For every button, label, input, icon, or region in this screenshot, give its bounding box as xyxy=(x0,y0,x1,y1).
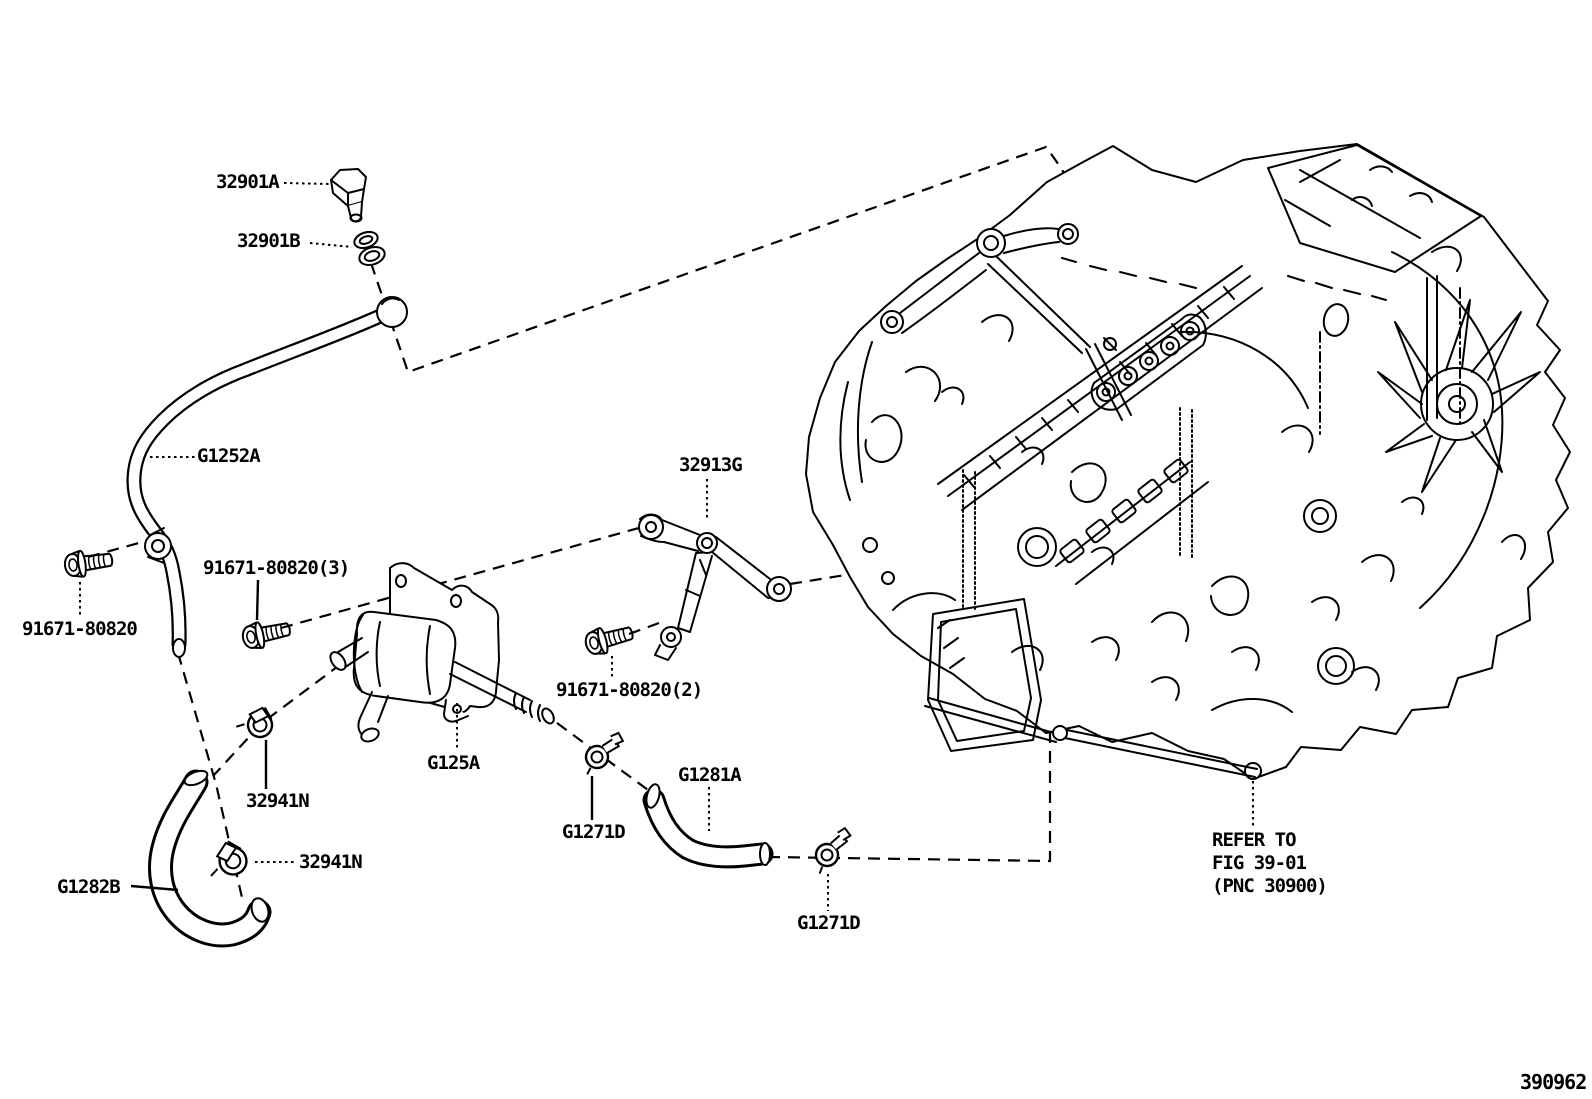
clamp-G1271D-mid xyxy=(581,726,626,782)
label-leader-lines xyxy=(80,183,1253,911)
part-label-breather-tube: G1252A xyxy=(197,445,261,467)
part-label-breather-washer: 32901B xyxy=(237,230,301,252)
part-label-hose-outlet: G1282B xyxy=(57,876,121,898)
clamp-G1271D-right xyxy=(813,825,853,877)
part-label-cooler-bracket: 32913G xyxy=(679,454,743,476)
transaxle-assembly-drawing xyxy=(806,144,1570,779)
bolt-91671-80820x3 xyxy=(239,615,294,653)
part-label-clamp-right: G1271D xyxy=(797,912,861,934)
clamp-32941N-upper xyxy=(234,699,279,742)
hose-inlet-drawing xyxy=(644,783,770,865)
breather-washer-drawing xyxy=(352,229,387,268)
cooler-bracket-drawing xyxy=(639,515,791,660)
bolt-91671-80820-left xyxy=(62,545,115,580)
clamp-32941N-lower xyxy=(203,837,251,881)
part-label-clamp-lower: 32941N xyxy=(299,851,363,873)
part-label-bolt-double: 91671-80820(2) xyxy=(556,679,703,701)
part-label-breather-plug: 32901A xyxy=(216,171,280,193)
breather-tube-drawing xyxy=(134,297,407,657)
part-label-clamp-mid: G1271D xyxy=(562,821,626,843)
breather-plug-drawing xyxy=(331,169,366,222)
part-label-oil-cooler: G125A xyxy=(427,752,480,774)
part-label-clamp-upper: 32941N xyxy=(246,790,310,812)
figure-number: 390962 xyxy=(1520,1070,1587,1094)
part-label-hose-inlet: G1281A xyxy=(678,764,742,786)
reference-note-line2: FIG 39-01 xyxy=(1212,852,1307,874)
reference-note-line1: REFER TO xyxy=(1212,829,1297,851)
hose-outlet-drawing xyxy=(161,768,272,935)
reference-note-line3: (PNC 30900) xyxy=(1212,875,1328,897)
part-label-bolt-triple: 91671-80820(3) xyxy=(203,557,350,579)
part-label-bolt-single: 91671-80820 xyxy=(22,618,138,640)
oil-cooler-drawing xyxy=(327,563,556,744)
bolt-91671-80820x2 xyxy=(581,619,637,659)
